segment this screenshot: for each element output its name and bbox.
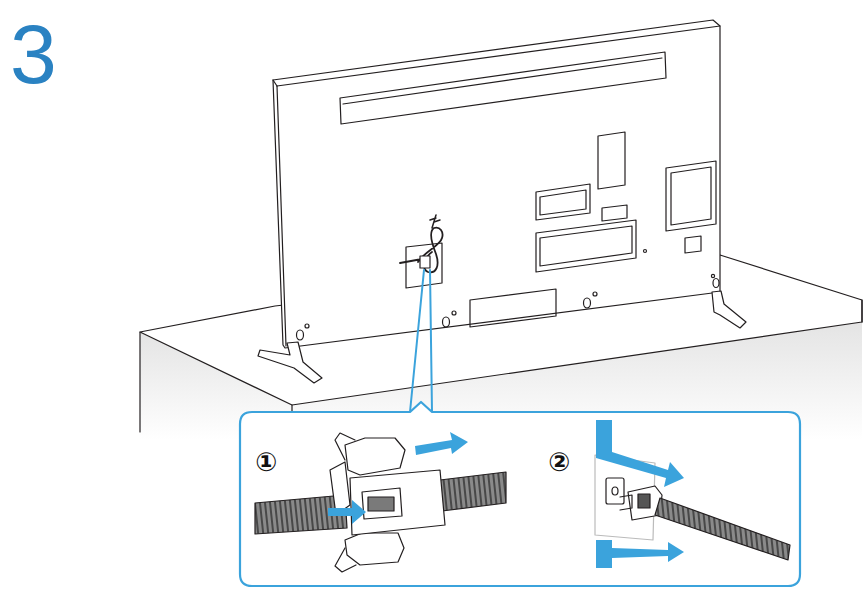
callout-number: ① <box>255 449 277 475</box>
callout-number: ② <box>548 449 570 475</box>
step-number: 3 <box>10 12 57 96</box>
